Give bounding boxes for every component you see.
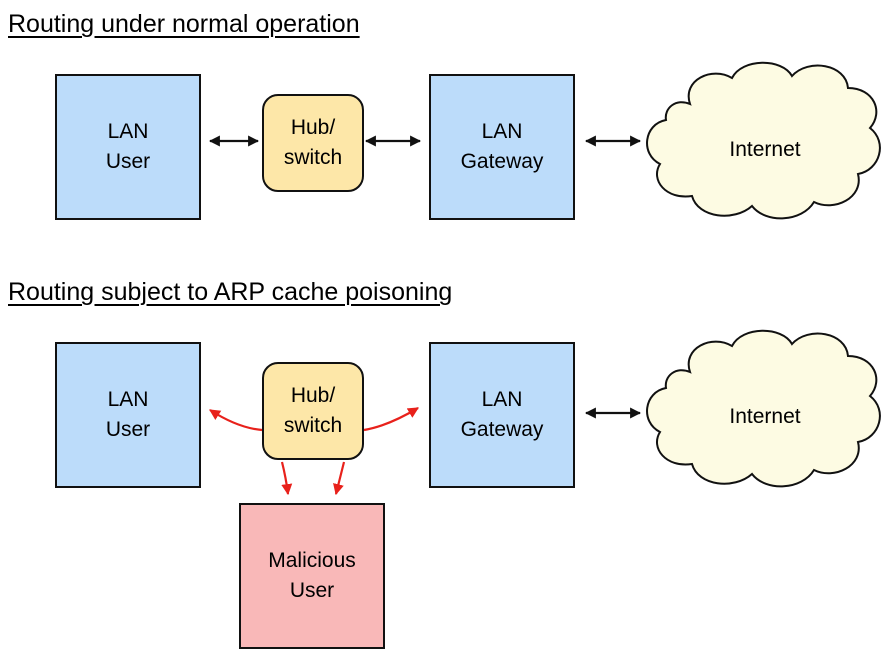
internet-label-poisoned: Internet <box>729 405 801 428</box>
hub-switch-node: Hub/ switch <box>262 94 364 192</box>
hub-line2: switch <box>283 146 343 169</box>
internet-cloud-top <box>646 61 881 220</box>
red-arrow-to-malicious-left <box>280 461 293 496</box>
hub-line1: Hub/ <box>290 383 336 407</box>
lan-gateway-node-poisoned: LAN Gateway <box>429 342 575 488</box>
gateway-line2: Gateway <box>460 418 544 441</box>
hub-switch-node-poisoned: Hub/ switch <box>262 362 364 460</box>
internet-cloud-bottom <box>646 329 881 488</box>
heading-arp-poisoning: Routing subject to ARP cache poisoning <box>8 278 453 306</box>
lan-gateway-node: LAN Gateway <box>429 74 575 220</box>
hub-line2: switch <box>283 414 343 437</box>
lan-user-line1: LAN <box>107 119 149 143</box>
red-arrow-to-user <box>209 409 263 432</box>
gateway-line2: Gateway <box>460 150 544 173</box>
heading-normal-operation: Routing under normal operation <box>8 10 360 38</box>
lan-user-line2: User <box>105 150 151 173</box>
lan-user-node-poisoned: LAN User <box>55 342 201 488</box>
lan-user-node: LAN User <box>55 74 201 220</box>
malicious-user-node: Malicious User <box>239 503 385 649</box>
gateway-line1: LAN <box>481 119 523 143</box>
hub-line1: Hub/ <box>290 115 336 139</box>
lan-user-line1: LAN <box>107 387 149 411</box>
gateway-line1: LAN <box>481 387 523 411</box>
red-arrow-to-gateway <box>363 407 419 432</box>
internet-label: Internet <box>729 138 801 161</box>
malicious-line2: User <box>289 579 335 602</box>
lan-user-line2: User <box>105 418 151 441</box>
red-arrow-to-malicious-right <box>333 461 346 496</box>
malicious-line1: Malicious <box>268 548 356 572</box>
